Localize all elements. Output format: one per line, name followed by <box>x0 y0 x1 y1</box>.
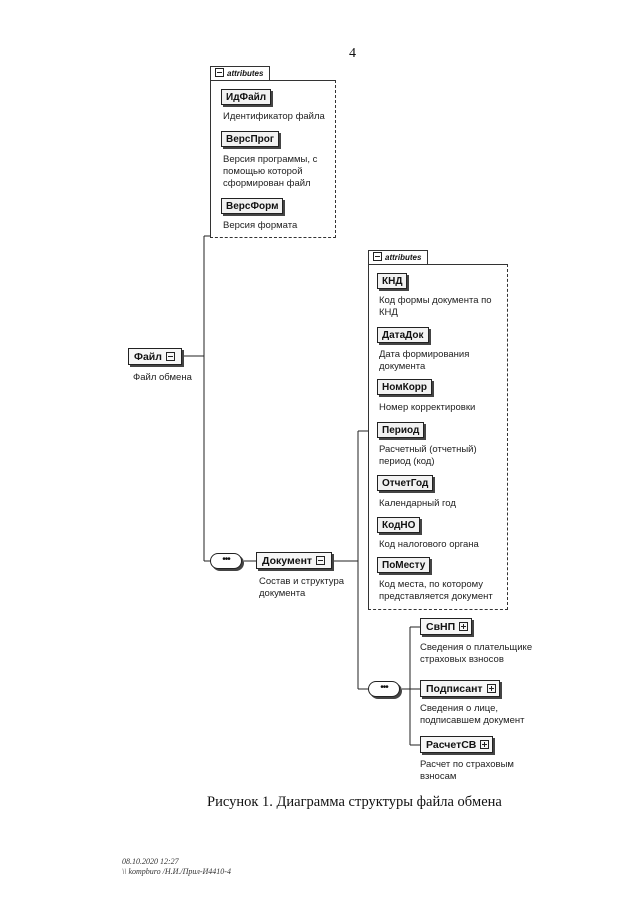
attribute-description: Код формы документа по КНД <box>379 295 492 318</box>
page-number: 4 <box>349 46 356 61</box>
attribute-description: Код налогового органа <box>379 539 479 550</box>
attribute-otchet-god[interactable]: ОтчетГод <box>377 475 434 491</box>
collapse-icon[interactable] <box>316 556 326 565</box>
attribute-description: Код места, по которому представляется до… <box>379 579 493 602</box>
attribute-description: Календарный год <box>379 498 456 509</box>
element-podpisant[interactable]: Подписант <box>420 680 500 697</box>
root-element-fail[interactable]: Файл <box>128 348 182 365</box>
expand-icon[interactable] <box>480 740 490 749</box>
attribute-kod-no[interactable]: КодНО <box>377 517 421 533</box>
attributes-group-document: КНД Код формы документа по КНД ДатаДок Д… <box>368 264 508 610</box>
attributes-tab-label: attributes <box>385 253 422 262</box>
attributes-tab-document[interactable]: attributes <box>368 250 429 264</box>
collapse-icon[interactable] <box>215 68 224 77</box>
attribute-description: Идентификатор файла <box>223 111 325 122</box>
sequence-compositor-icon[interactable]: ••• <box>368 681 400 697</box>
expand-icon[interactable] <box>459 622 469 631</box>
element-label: Подписант <box>426 683 483 695</box>
attribute-vers-prog[interactable]: ВерсПрог <box>221 131 280 147</box>
attribute-id-fail[interactable]: ИдФайл <box>221 89 272 105</box>
attribute-description: Расчетный (отчетный) период (код) <box>379 444 477 467</box>
element-document-description: Состав и структура документа <box>259 576 345 599</box>
element-sv-np[interactable]: СвНП <box>420 618 473 635</box>
root-element-description: Файл обмена <box>133 372 192 383</box>
attribute-description: Версия формата <box>223 220 298 231</box>
expand-icon[interactable] <box>486 684 496 693</box>
element-raschet-sv[interactable]: РасчетСВ <box>420 736 494 753</box>
footer-stamp: 08.10.2020 12:27 \\ kompburo /Н.И./Прил-… <box>122 857 231 877</box>
attribute-knd[interactable]: КНД <box>377 273 408 289</box>
collapse-icon[interactable] <box>373 252 382 261</box>
attribute-nom-korr[interactable]: НомКорр <box>377 379 433 395</box>
attributes-tab-label: attributes <box>227 69 264 78</box>
sequence-compositor-icon[interactable]: ••• <box>210 553 242 569</box>
attributes-tab-file[interactable]: attributes <box>210 66 271 80</box>
collapse-icon[interactable] <box>165 352 175 361</box>
attribute-period[interactable]: Период <box>377 422 425 438</box>
attribute-description: Версия программы, с помощью которой сфор… <box>223 154 318 189</box>
footer-timestamp: 08.10.2020 12:27 <box>122 857 179 866</box>
root-element-label: Файл <box>134 351 162 363</box>
element-label: РасчетСВ <box>426 739 477 751</box>
element-document[interactable]: Документ <box>256 552 333 569</box>
attribute-data-dok[interactable]: ДатаДок <box>377 327 429 343</box>
attribute-po-mestu[interactable]: ПоМесту <box>377 557 431 573</box>
figure-caption: Рисунок 1. Диаграмма структуры файла обм… <box>207 794 502 810</box>
element-description: Сведения о лице, подписавшем документ <box>420 703 525 726</box>
element-description: Сведения о плательщике страховых взносов <box>420 642 533 665</box>
element-label: СвНП <box>426 621 456 633</box>
attribute-description: Дата формирования документа <box>379 349 470 372</box>
attribute-vers-form[interactable]: ВерсФорм <box>221 198 284 214</box>
attribute-description: Номер корректировки <box>379 402 476 413</box>
attributes-group-file: ИдФайл Идентификатор файла ВерсПрог Верс… <box>210 80 336 238</box>
footer-path: \\ kompburo /Н.И./Прил-И4410-4 <box>122 867 231 876</box>
element-document-label: Документ <box>262 555 313 567</box>
element-description: Расчет по страховым взносам <box>420 759 514 782</box>
